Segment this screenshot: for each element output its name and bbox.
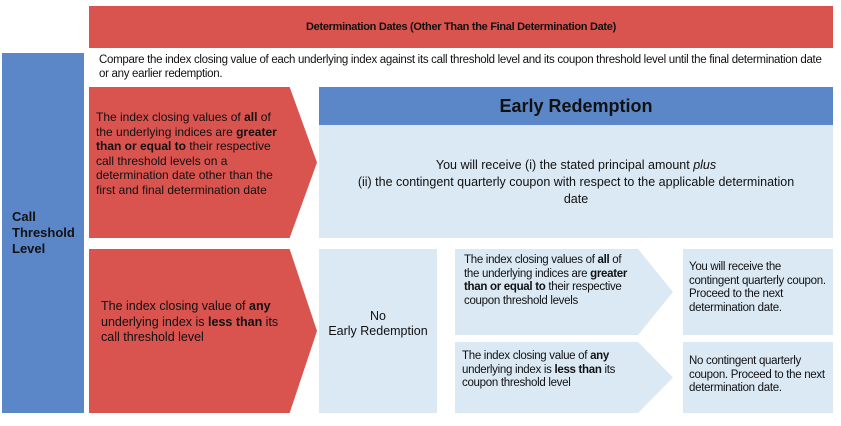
coupon-paid-box	[683, 249, 833, 335]
early-redemption-line1: You will receive (i) the stated principa…	[350, 157, 802, 174]
text-bold: greater than or equal to	[96, 124, 277, 154]
text-bold: all	[597, 254, 610, 266]
all-above-call-text: The index closing values of all of the u…	[96, 110, 286, 197]
any-below-coupon-text: The index closing value of any underlyin…	[462, 350, 637, 391]
no-early-redemption-line1: No	[370, 309, 386, 323]
text-part: You will receive (i) the stated principa…	[435, 158, 694, 172]
determination-dates-title: Determination Dates (Other Than the Fina…	[306, 21, 616, 33]
any-below-call-arrow	[89, 249, 317, 413]
text-bold: greater than or equal to	[464, 267, 628, 294]
text-part: its coupon threshold level	[462, 363, 616, 390]
text-part: underlying index is	[462, 363, 555, 376]
all-above-coupon-text: The index closing values of all of the u…	[464, 254, 639, 308]
text-part: their respective coupon threshold levels	[464, 281, 622, 307]
all-above-coupon-arrow	[455, 249, 673, 335]
no-early-redemption-line2: Early Redemption	[328, 324, 428, 338]
text-bold: any	[590, 350, 609, 362]
left-label-line1: Call	[12, 209, 36, 224]
no-coupon-box	[683, 342, 833, 413]
left-label-line2: Threshold	[12, 225, 75, 240]
all-above-call-arrow	[89, 87, 317, 238]
early-redemption-text: You will receive (i) the stated principa…	[350, 157, 802, 208]
no-early-redemption-box	[319, 249, 437, 413]
text-part: their respective call threshold levels o…	[96, 139, 273, 197]
text-part: of the underlying indices are	[96, 110, 271, 139]
left-label-line3: Level	[12, 241, 46, 256]
text-part: The index closing values of	[464, 254, 598, 266]
text-part: of the underlying indices are	[464, 254, 622, 280]
text-bold: less than	[554, 363, 602, 376]
coupon-paid-text: You will receive the contingent quarterl…	[689, 261, 826, 314]
text-bold: all	[244, 110, 258, 124]
determination-dates-header: Determination Dates (Other Than the Fina…	[89, 6, 833, 48]
call-threshold-level-label: Call Threshold Level	[2, 53, 84, 413]
early-redemption-box	[319, 125, 833, 238]
text-part: underlying index is	[101, 314, 209, 329]
text-bold: any	[249, 299, 271, 313]
early-redemption-header: Early Redemption	[319, 87, 833, 125]
early-redemption-title: Early Redemption	[499, 95, 653, 116]
no-coupon-text: No contingent quarterly coupon. Proceed …	[689, 355, 825, 394]
text-bold: less than	[208, 314, 263, 329]
early-redemption-line2: (ii) the contingent quarterly coupon wit…	[357, 175, 795, 206]
any-below-call-text: The index closing value of any underlyin…	[101, 299, 281, 346]
any-below-coupon-arrow	[455, 342, 673, 413]
intro-text: Compare the index closing value of each …	[99, 54, 822, 80]
text-part: The index closing value of	[462, 350, 591, 362]
text-part: its call threshold level	[101, 314, 279, 345]
no-early-redemption-text: No Early Redemption	[319, 309, 437, 339]
text-italic: plus	[693, 158, 717, 172]
text-part: The index closing values of	[96, 110, 245, 124]
text-part: The index closing value of	[101, 299, 250, 313]
